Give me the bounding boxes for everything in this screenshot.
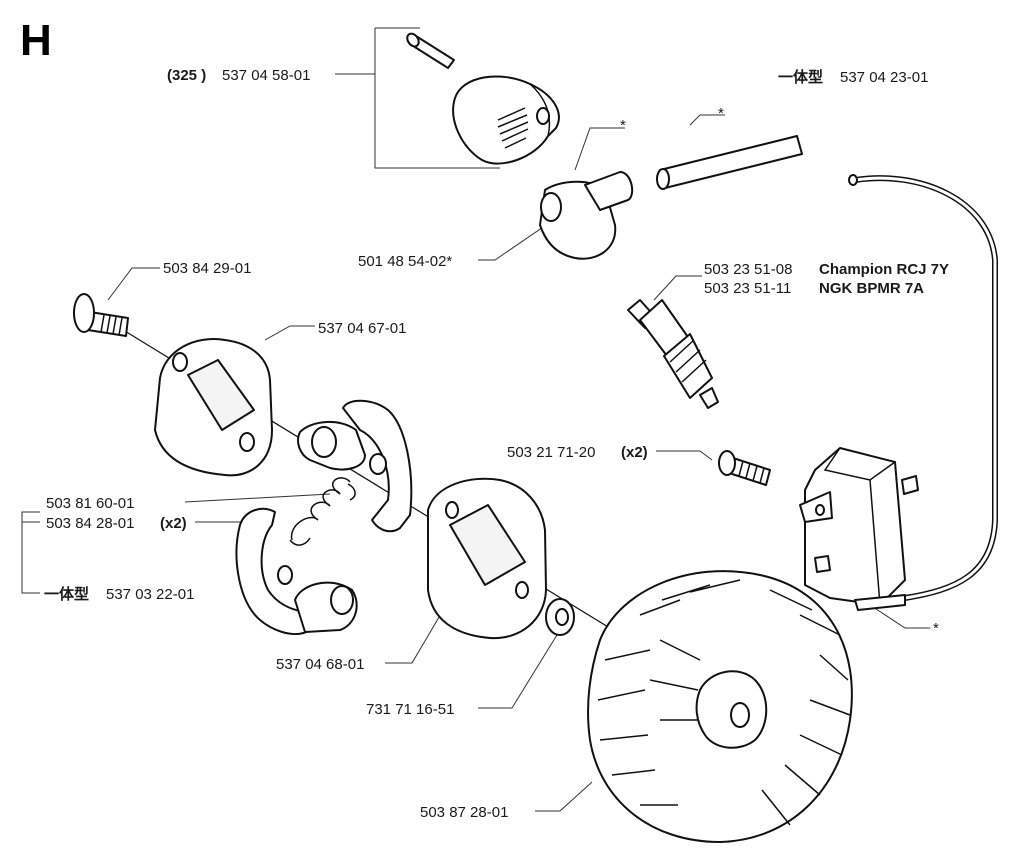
module-screw-part: [718, 450, 771, 486]
boot-part-number: 501 48 54-02*: [358, 253, 452, 270]
module-screw-part-number: 503 21 71-20: [507, 444, 595, 461]
spring-part: [289, 477, 356, 546]
carrier-plate-part-number: 537 04 68-01: [276, 656, 364, 673]
kit-bottom-part-number: 537 03 22-01: [106, 586, 194, 603]
washer-part: [545, 598, 575, 636]
cover-part-number: 537 04 58-01: [222, 67, 310, 84]
pin-part: [406, 32, 455, 69]
screw-part-number: 503 84 29-01: [163, 260, 251, 277]
plate-part-number: 537 04 67-01: [318, 320, 406, 337]
plug-2-name: NGK BPMR 7A: [819, 280, 924, 297]
spark-plug-part: [627, 299, 719, 409]
tube-asterisk: *: [718, 105, 724, 122]
flywheel-part: [587, 570, 853, 843]
cover-qualifier-label: (325 ): [167, 67, 206, 84]
pawl-part-number: 503 84 28-01: [46, 515, 134, 532]
module-screw-qty: (x2): [621, 444, 648, 461]
pawl-qty: (x2): [160, 515, 187, 532]
ignition-tube-part: [656, 135, 803, 190]
plug-1-part-number: 503 23 51-08: [704, 261, 792, 278]
boot-asterisk: *: [620, 117, 626, 134]
section-letter: H: [20, 16, 52, 65]
ht-lead-wire: [848, 174, 998, 601]
pawl-part-lower: [235, 507, 358, 635]
washer-part-number: 731 71 16-51: [366, 701, 454, 718]
spark-plug-boot-part: [539, 171, 634, 260]
labels: (325 ) 537 04 58-01 一体型 537 04 23-01 * *…: [44, 67, 949, 821]
spring-part-number: 503 81 60-01: [46, 495, 134, 512]
plug-1-name: Champion RCJ 7Y: [819, 261, 949, 278]
flywheel-part-number: 503 87 28-01: [420, 804, 508, 821]
leader-lines: [21, 27, 930, 812]
ignition-module-part: [799, 447, 919, 611]
ignition-cover-part: [452, 75, 560, 165]
pawl-part: [297, 399, 413, 533]
plate-part: [154, 338, 273, 477]
module-asterisk: *: [933, 620, 939, 637]
plug-2-part-number: 503 23 51-11: [704, 280, 791, 297]
screw-part: [73, 293, 129, 337]
carrier-plate-part: [427, 477, 547, 640]
kit-bottom-prefix: 一体型: [44, 585, 89, 603]
kit-top-part-number: 537 04 23-01: [840, 69, 928, 86]
kit-top-prefix: 一体型: [778, 68, 823, 86]
